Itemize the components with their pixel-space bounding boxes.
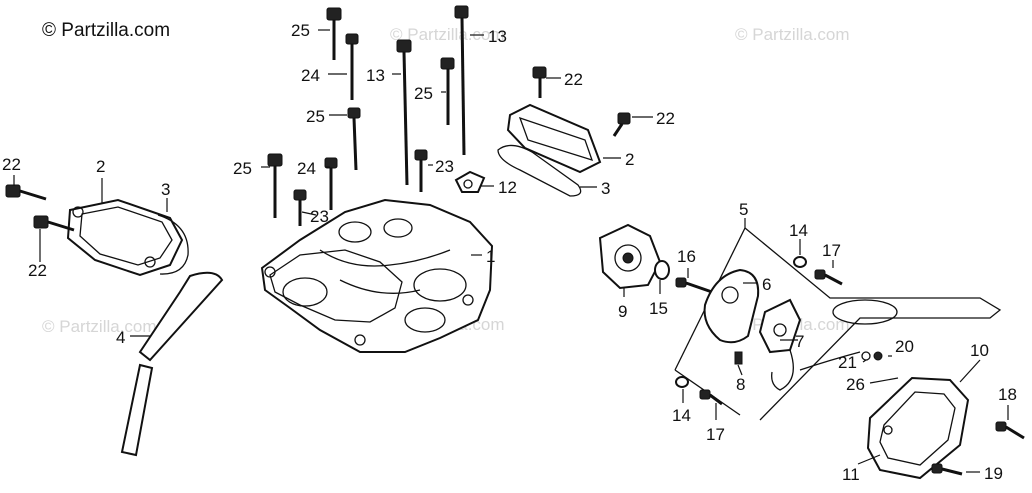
callout-11: 11 [842, 465, 860, 484]
bolt-22-lower-left [33, 215, 75, 232]
callout-2a: 2 [96, 157, 105, 176]
callout-3a: 3 [161, 180, 170, 199]
side-cover-right-part [497, 103, 602, 197]
callout-16: 16 [677, 247, 696, 266]
callout-25d: 25 [233, 159, 252, 178]
callout-22c: 22 [564, 70, 583, 89]
callout-17a: 17 [822, 241, 841, 260]
callout-5: 5 [739, 200, 748, 219]
screw-18-part [995, 421, 1025, 440]
callout-3b: 3 [601, 179, 610, 198]
pulser-7-part [758, 298, 861, 391]
callout-13a: 13 [488, 27, 507, 46]
grommet-14-lower [675, 376, 689, 388]
bolt-17-upper [814, 269, 843, 286]
callout-7: 7 [795, 332, 804, 351]
copyright-text: © Partzilla.com [42, 20, 170, 41]
callout-18: 18 [998, 385, 1017, 404]
bolt-22-right-lower [612, 112, 631, 137]
callout-17b: 17 [706, 425, 725, 444]
callout-26: 26 [846, 375, 865, 394]
callout-13b: 13 [366, 66, 385, 85]
callout-20: 20 [895, 337, 914, 356]
callout-9: 9 [618, 302, 627, 321]
watermark-1: © Partzilla.com [390, 25, 505, 44]
callout-15: 15 [649, 299, 668, 318]
bolt-16-part [675, 277, 713, 294]
clamp-12-part [454, 170, 486, 193]
callout-25c: 25 [306, 107, 325, 126]
watermark-2: © Partzilla.com [735, 25, 850, 44]
cylinder-head-part [260, 198, 494, 353]
screw-19-part [931, 463, 963, 476]
washer-15-part [654, 260, 670, 280]
bolt-17-lower [699, 389, 723, 406]
callout-21: 21 [838, 353, 857, 372]
callout-labels: 25 13 24 13 25 25 24 25 23 23 12 1 22 22… [2, 21, 1017, 484]
callout-23b: 23 [310, 207, 329, 226]
gasket-o-ring-part [832, 299, 898, 325]
clip-8-part [734, 351, 743, 365]
watermark-3: © Partzilla.com [42, 317, 157, 336]
grommet-14-upper [793, 256, 807, 268]
point-cover-part [866, 376, 970, 480]
callout-23a: 23 [435, 157, 454, 176]
plate-6-part [703, 268, 760, 344]
callout-6: 6 [762, 275, 771, 294]
callout-22a: 22 [2, 155, 21, 174]
side-cover-left-part [66, 198, 189, 277]
breather-hose-part [120, 271, 224, 457]
rotor-9-part [598, 223, 662, 290]
callout-25a: 25 [291, 21, 310, 40]
callout-2b: 2 [625, 150, 634, 169]
callout-14b: 14 [672, 406, 691, 425]
leader-lines [13, 29, 1009, 473]
callout-12: 12 [498, 178, 517, 197]
callout-24a: 24 [301, 66, 320, 85]
callout-1: 1 [486, 247, 495, 266]
callout-8: 8 [736, 375, 745, 394]
bolts-top-group [267, 5, 469, 226]
bolt-22-right-upper [532, 66, 547, 98]
callout-22d: 22 [656, 109, 675, 128]
callout-10: 10 [970, 341, 989, 360]
callout-24b: 24 [297, 159, 316, 178]
callout-25b: 25 [414, 84, 433, 103]
callout-14a: 14 [789, 221, 808, 240]
bolt-22-upper-left [5, 184, 47, 201]
callout-19: 19 [984, 464, 1003, 483]
callout-22b: 22 [28, 261, 47, 280]
callout-4: 4 [116, 328, 125, 347]
nut-20-21-part [861, 351, 883, 361]
